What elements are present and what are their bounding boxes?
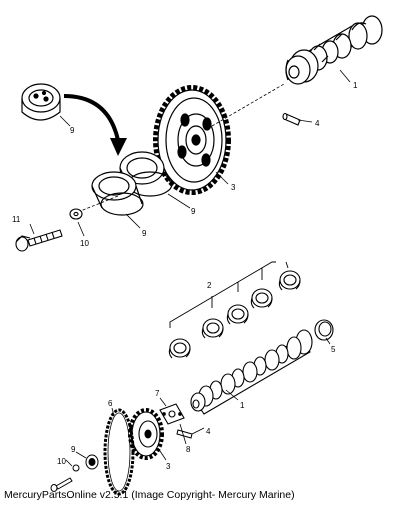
- callout-6: 6: [108, 399, 113, 408]
- camshaft-top: [285, 15, 383, 85]
- timing-sprocket-bottom: [128, 408, 164, 460]
- callout-9-ring-b: 9: [142, 229, 147, 238]
- sprocket-ring-b: [91, 171, 144, 216]
- image-caption: MercuryPartsOnline v2.5.1 (Image Copyrig…: [4, 489, 295, 501]
- callout-10-top: 10: [80, 239, 89, 248]
- sprocket-cup-bottom: [85, 454, 99, 470]
- sprocket-cup: [21, 83, 61, 121]
- expansion-plug: [314, 319, 334, 341]
- callout-9-cup: 9: [70, 126, 75, 135]
- timing-gear-top: [153, 85, 231, 195]
- callout-9-ring-a: 9: [191, 207, 196, 216]
- cam-bearings: [168, 270, 301, 359]
- callout-1-bottom: 1: [240, 401, 245, 410]
- curved-arrow: [63, 94, 127, 156]
- callout-5: 5: [331, 345, 336, 354]
- washer-top: [69, 208, 83, 220]
- leader-lines: [29, 69, 351, 467]
- callout-2: 2: [207, 281, 212, 290]
- callout-3-top: 3: [231, 183, 236, 192]
- camshaft-bottom: [190, 329, 313, 415]
- thrust-plate: [159, 403, 185, 425]
- callout-4-bottom: 4: [206, 427, 211, 436]
- callout-7: 7: [155, 389, 160, 398]
- timing-chain: [103, 408, 135, 496]
- callout-1-top: 1: [353, 81, 358, 90]
- dowel-pin-bottom: [176, 429, 193, 439]
- callout-8: 8: [186, 445, 191, 454]
- callout-4-top: 4: [315, 119, 320, 128]
- callout-3-bottom: 3: [166, 462, 171, 471]
- cam-bearing-bracket: [169, 261, 289, 328]
- callout-9-bottom: 9: [71, 445, 76, 454]
- bolt-top: [15, 229, 63, 252]
- dowel-pin-top: [282, 112, 301, 126]
- callout-10-bottom: 10: [57, 457, 66, 466]
- callout-11: 11: [12, 215, 21, 224]
- bolt-bottom: [50, 464, 80, 492]
